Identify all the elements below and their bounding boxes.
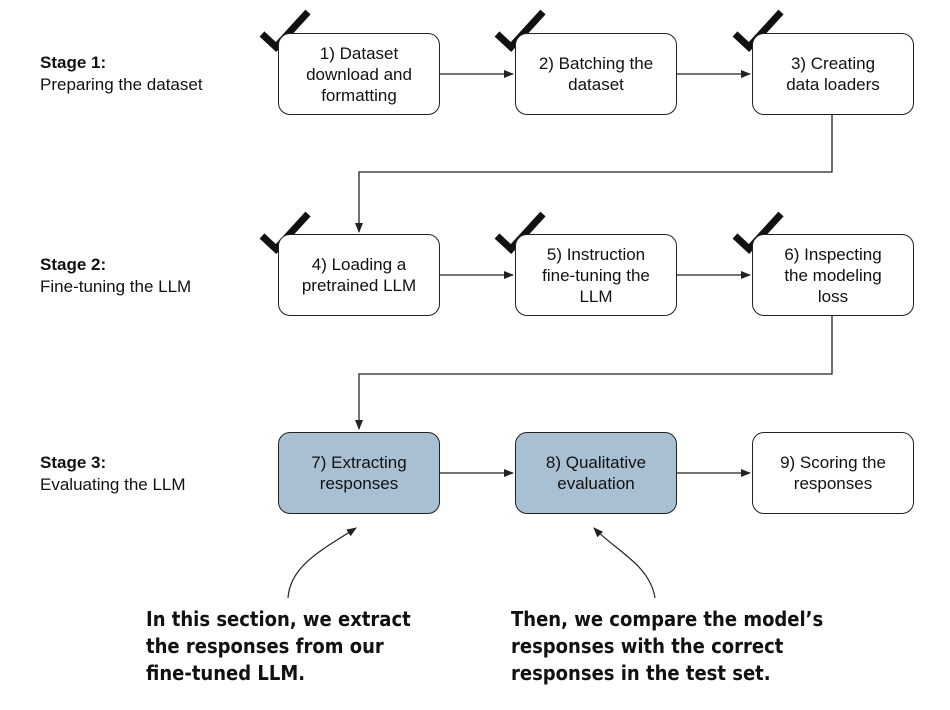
step-label-2: 2) Batching the dataset — [538, 54, 654, 94]
checkmark-icon — [732, 9, 784, 52]
checkmark-icon — [732, 211, 784, 254]
callout-note-2: Then, we compare the model’s responses w… — [511, 607, 824, 685]
step-box-4: 4) Loading a pretrained LLM — [278, 234, 440, 316]
callout-note-1: In this section, we extract the response… — [146, 607, 411, 685]
step-box-5: 5) Instruction fine-tuning the LLM — [515, 234, 677, 316]
arrow-6-7 — [355, 316, 833, 430]
stage-2-subtitle: Fine-tuning the LLM — [40, 277, 192, 296]
step-label-7: 7) Extracting responses — [311, 453, 407, 493]
stage-1-subtitle: Preparing the dataset — [40, 75, 203, 94]
checkmark-icon — [494, 9, 546, 52]
step-label-5: 5) Instruction fine-tuning the LLM — [542, 244, 650, 306]
step-label-9: 9) Scoring the responses — [780, 453, 886, 493]
stage-3-title: Stage 3: — [40, 453, 107, 472]
step-label-4: 4) Loading a pretrained LLM — [301, 255, 417, 295]
stage-1-label: Stage 1: Preparing the dataset — [40, 52, 203, 96]
arrow-3-4 — [355, 115, 833, 233]
step-label-6: 6) Inspecting the modeling loss — [784, 244, 882, 306]
step-box-6: 6) Inspecting the modeling loss — [752, 234, 914, 316]
step-label-1: 1) Dataset download and formatting — [306, 43, 412, 105]
step-box-7: 7) Extracting responses — [278, 432, 440, 514]
step-label-8: 8) Qualitative evaluation — [545, 453, 647, 493]
checkmark-icon — [259, 9, 311, 52]
step-label-3: 3) Creating data loaders — [786, 54, 880, 94]
stage-2-title: Stage 2: — [40, 255, 107, 274]
stage-2-label: Stage 2: Fine-tuning the LLM — [40, 254, 191, 298]
step-box-8: 8) Qualitative evaluation — [515, 432, 677, 514]
pointer-arrow-note-2 — [593, 527, 656, 599]
stage-3-subtitle: Evaluating the LLM — [40, 475, 186, 494]
step-box-2: 2) Batching the dataset — [515, 33, 677, 115]
step-box-1: 1) Dataset download and formatting — [278, 33, 440, 115]
stage-3-label: Stage 3: Evaluating the LLM — [40, 452, 186, 496]
checkmark-icon — [259, 211, 311, 254]
checkmark-icon — [494, 211, 546, 254]
pointer-arrow-note-1 — [287, 527, 357, 599]
stage-1-title: Stage 1: — [40, 53, 107, 72]
step-box-9: 9) Scoring the responses — [752, 432, 914, 514]
step-box-3: 3) Creating data loaders — [752, 33, 914, 115]
